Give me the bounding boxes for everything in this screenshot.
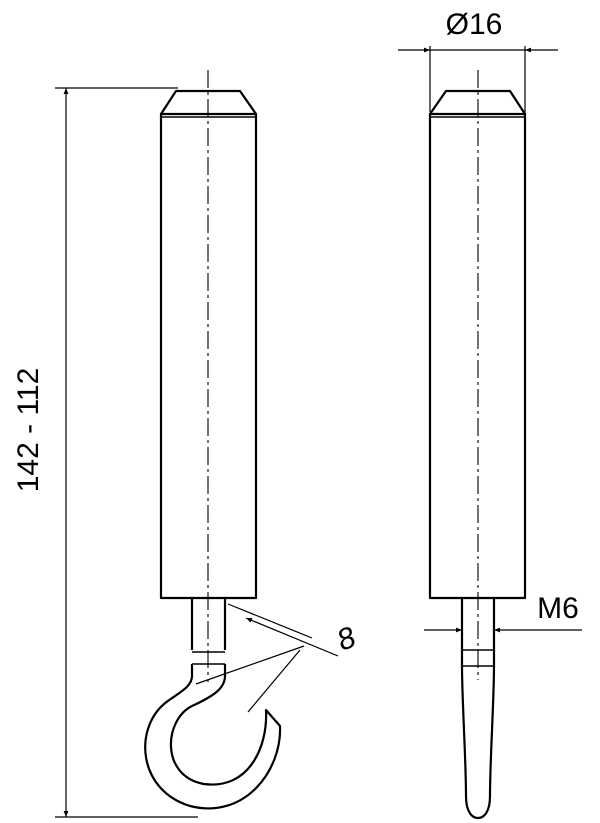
diameter-dimension xyxy=(398,46,558,112)
hook-curve xyxy=(144,664,282,810)
hook-width-leader xyxy=(247,649,301,713)
left-top-cap xyxy=(160,89,257,115)
hook-width-dimension xyxy=(195,603,339,713)
overall-length-label: 142 - 112 xyxy=(12,368,45,493)
hook-width-extension-2 xyxy=(195,645,305,685)
overall-length-dimension xyxy=(55,87,198,818)
right-tapered-tip xyxy=(460,665,496,820)
hook-width-label: 8 xyxy=(333,621,361,658)
left-hook-shank xyxy=(190,598,227,650)
hook-side-view xyxy=(144,89,282,810)
thread-label: M6 xyxy=(537,592,579,625)
diameter-label: Ø16 xyxy=(446,8,503,41)
right-top-cap xyxy=(429,89,526,115)
hook-width-dim-line xyxy=(245,617,339,657)
hook-width-extension-1 xyxy=(227,603,313,639)
